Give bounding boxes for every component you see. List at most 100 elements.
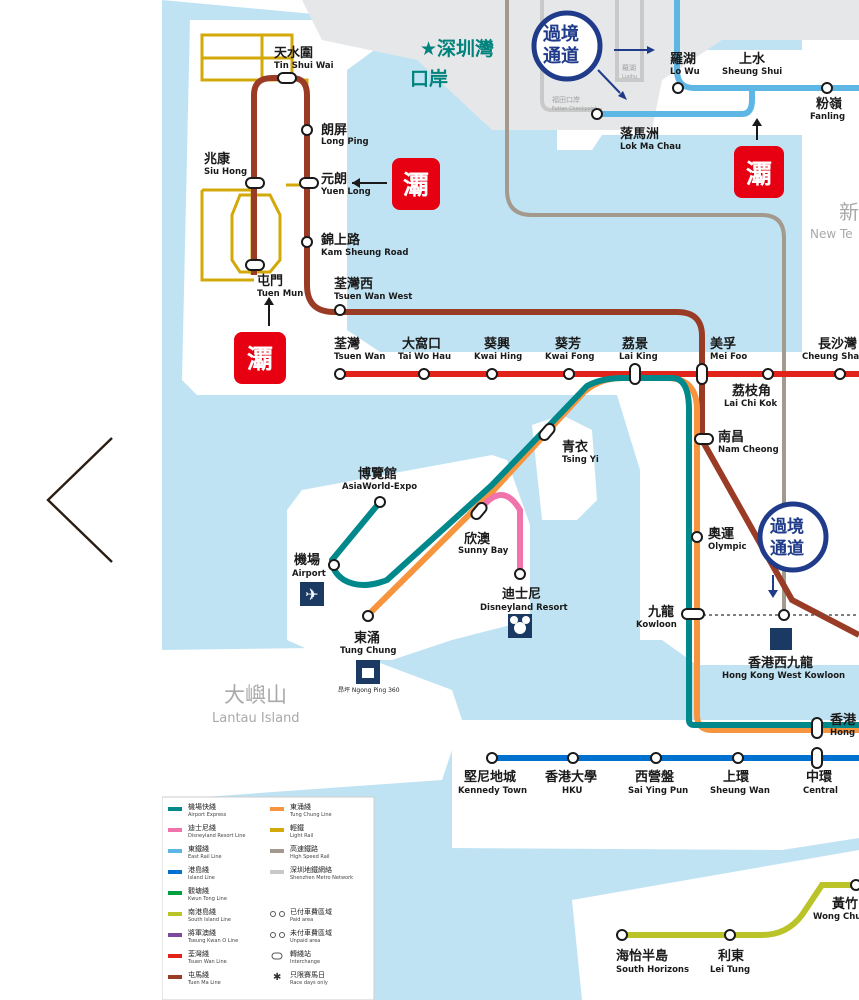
station-label-en: Central bbox=[803, 786, 838, 796]
svg-text:過境: 過境 bbox=[770, 516, 804, 537]
station-label-zh: 香港西九龍 bbox=[747, 655, 813, 671]
legend-label-en: Island Line bbox=[188, 875, 215, 881]
station-label-zh: 迪士尼 bbox=[502, 586, 541, 602]
station-label-zh: 西營盤 bbox=[635, 769, 675, 785]
station-label-zh: 落馬洲 bbox=[620, 126, 659, 142]
station-label-zh: 葵芳 bbox=[555, 336, 581, 352]
station-label-zh: 錦上路 bbox=[321, 232, 361, 248]
legend-label-en: Airport Express bbox=[188, 812, 227, 818]
station-label-en: Tsuen Wan West bbox=[334, 292, 412, 302]
previous-image-button[interactable] bbox=[40, 432, 120, 568]
ap-lei-chau bbox=[572, 850, 859, 1000]
svg-text:福田口岸: 福田口岸 bbox=[552, 95, 580, 104]
boundary-stamps: 㶚 㶚 㶚 過境 通道 ✈ bbox=[234, 118, 829, 684]
station-label-en: Long Ping bbox=[321, 137, 369, 147]
station-label-zh: 朗屏 bbox=[321, 122, 347, 138]
station-label-zh: 上環 bbox=[723, 770, 750, 785]
svg-text:通道: 通道 bbox=[543, 45, 579, 67]
legend-swatch bbox=[168, 891, 182, 895]
district-label: New Te bbox=[810, 227, 853, 241]
station-label-zh: 長沙灣 bbox=[818, 336, 857, 352]
legend-label-en: Unpaid area bbox=[290, 938, 320, 944]
east-rail-line bbox=[600, 85, 859, 117]
station-label-zh: 利東 bbox=[718, 948, 744, 964]
legend-label-en: Shenzhen Metro Network bbox=[290, 875, 353, 881]
legend-swatch bbox=[168, 807, 182, 811]
legend-label-zh: 只限賽馬日 bbox=[290, 970, 325, 979]
svg-text:羅湖: 羅湖 bbox=[622, 63, 636, 72]
station-label-en: HKU bbox=[562, 786, 583, 796]
border-area: ★深圳灣 口岸 福田口岸 Futian Checkpoint 羅湖 Luohu … bbox=[410, 0, 655, 112]
svg-text:Luohu: Luohu bbox=[622, 74, 637, 80]
place-labels: 新 New Te 大嶼山 Lantau Island 昂坪 Ngong Ping… bbox=[212, 200, 859, 726]
station-label-en: Hong Kong West Kowloon bbox=[722, 671, 845, 681]
legend-label-zh: 輕鐵 bbox=[290, 823, 304, 832]
high-speed-rail-icon bbox=[770, 628, 792, 650]
station-label-zh: 堅尼地城 bbox=[464, 769, 516, 785]
legend-label-zh: 已付車費區域 bbox=[290, 907, 332, 916]
mtr-map-canvas: ★深圳灣 口岸 福田口岸 Futian Checkpoint 羅湖 Luohu … bbox=[162, 0, 859, 1000]
station-label-en: Tung Chung bbox=[340, 646, 397, 656]
station-label-zh: 兆康 bbox=[204, 151, 231, 167]
high-speed-rail-line bbox=[505, 0, 786, 615]
legend-label-en: Interchange bbox=[290, 959, 320, 965]
svg-text:㶚: 㶚 bbox=[247, 345, 273, 375]
station-label-en: Disneyland Resort bbox=[480, 603, 568, 613]
legend-label-en: Tung Chung Line bbox=[289, 812, 332, 818]
station-label-en: Hong bbox=[830, 728, 855, 738]
station-label-zh: 荔景 bbox=[621, 336, 648, 352]
svg-text:過境: 過境 bbox=[543, 23, 579, 45]
station-label-zh: 海怡半島 bbox=[616, 948, 668, 964]
station-label-zh: 荃灣西 bbox=[334, 276, 373, 292]
legend-label-zh: 荃灣綫 bbox=[188, 949, 209, 958]
station-label-en: Lei Tung bbox=[710, 965, 750, 975]
boundary-crossing-stamp bbox=[392, 158, 440, 210]
legend-swatch bbox=[168, 828, 182, 832]
south-island-line bbox=[622, 882, 859, 938]
legend-swatch bbox=[270, 807, 284, 811]
station-labels: 天水圍 Tin Shui Wai 朗屏 Long Ping 兆康 Siu Hon… bbox=[204, 45, 859, 975]
legend-swatch bbox=[168, 933, 182, 937]
station-label-en: Kennedy Town bbox=[458, 786, 527, 796]
legend-label-en: Paid area bbox=[290, 917, 313, 923]
station-label-en: Tuen Mun bbox=[257, 289, 303, 299]
station-label-en: Kwai Hing bbox=[474, 352, 522, 362]
station-label-en: Tsing Yi bbox=[562, 455, 599, 465]
station-label-zh: 九龍 bbox=[647, 604, 674, 620]
station-label-en: Sunny Bay bbox=[458, 546, 509, 556]
svg-text:㶚: 㶚 bbox=[746, 160, 772, 190]
legend-label-zh: 深圳地鐵網絡 bbox=[290, 865, 332, 874]
mtr-map[interactable]: ★深圳灣 口岸 福田口岸 Futian Checkpoint 羅湖 Luohu … bbox=[162, 0, 859, 1000]
station-label-zh: 博覽館 bbox=[358, 466, 397, 482]
boundary-crossing-badge-top bbox=[531, 10, 603, 82]
legend-label-en: High Speed Rail bbox=[290, 854, 330, 860]
legend-label-zh: 南港島綫 bbox=[188, 907, 216, 916]
station-label-zh: 大窩口 bbox=[402, 336, 441, 352]
tuen-ma-line bbox=[251, 75, 859, 638]
station-label-zh: 粉嶺 bbox=[816, 96, 842, 112]
district-label: 新 bbox=[839, 200, 859, 224]
svg-text:Futian Checkpoint: Futian Checkpoint bbox=[552, 106, 597, 112]
station-label-zh: 元朗 bbox=[321, 171, 347, 187]
station-label-en: Nam Cheong bbox=[718, 445, 779, 455]
legend-label-zh: 東涌綫 bbox=[290, 802, 311, 811]
legend-swatch bbox=[168, 912, 182, 916]
legend-label-zh: 港島綫 bbox=[188, 865, 209, 874]
svg-text:口岸: 口岸 bbox=[410, 68, 448, 90]
station-label-en: Lai King bbox=[619, 352, 658, 362]
station-markers bbox=[245, 72, 859, 941]
station-label-zh: 荃灣 bbox=[334, 336, 360, 352]
station-label-zh: 香港大學 bbox=[544, 769, 597, 785]
svg-text:通道: 通道 bbox=[770, 538, 804, 559]
legend-swatch bbox=[168, 954, 182, 958]
station-label-zh: 香港 bbox=[829, 712, 857, 728]
legend-label-en: Light Rail bbox=[290, 833, 313, 839]
